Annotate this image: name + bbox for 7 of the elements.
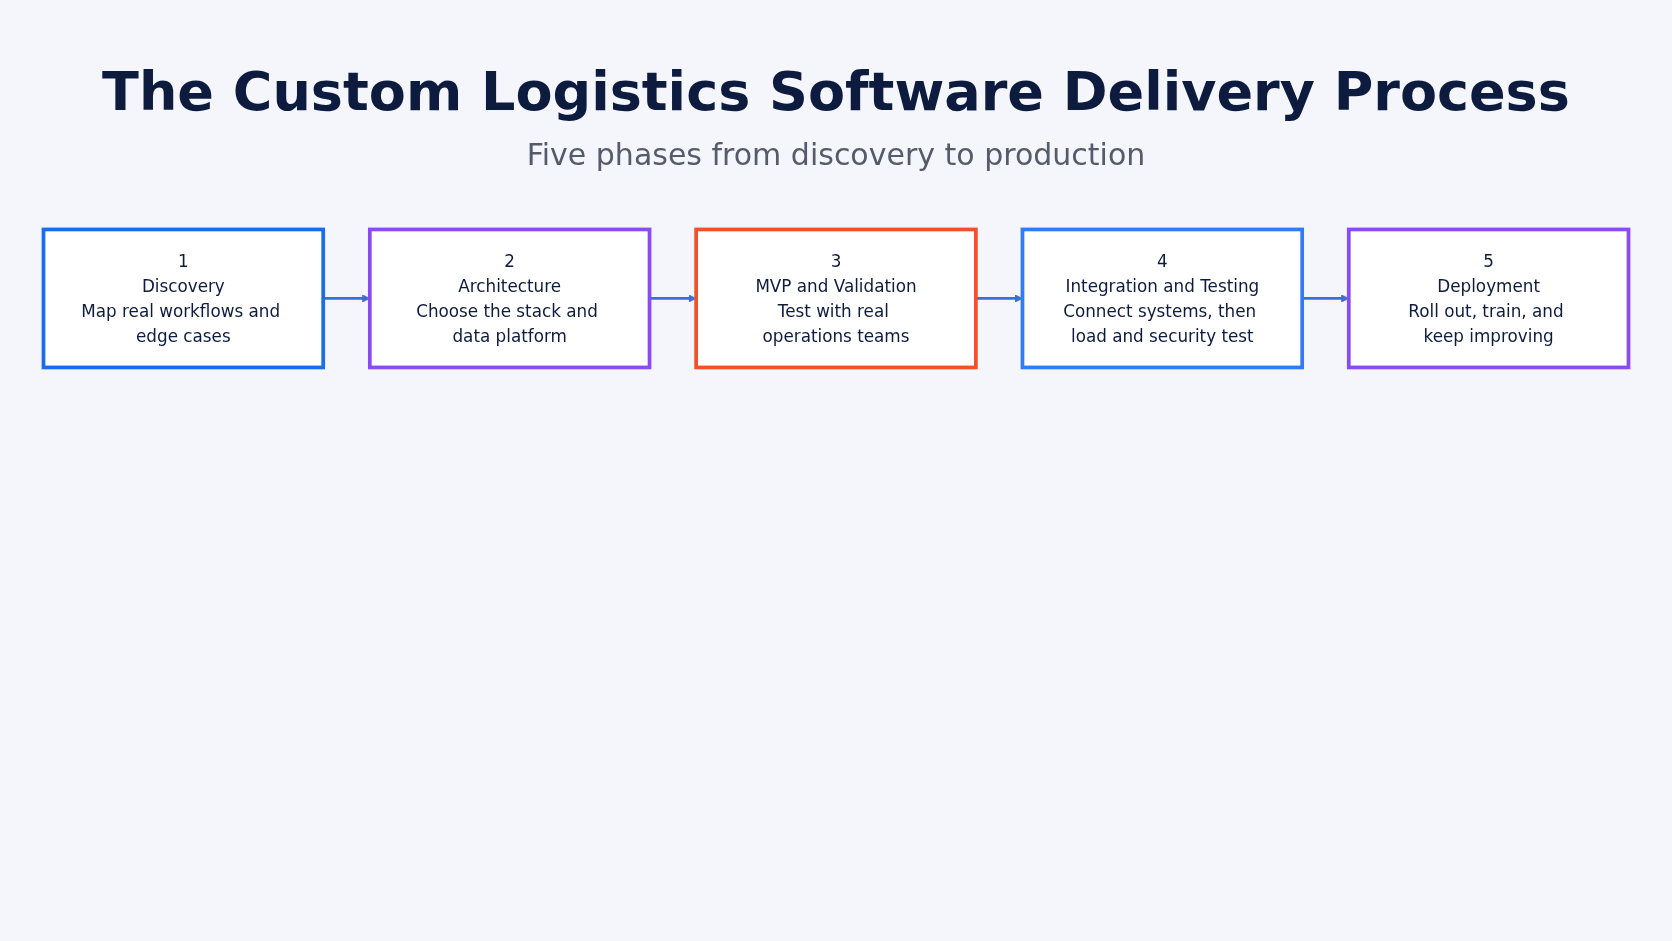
- node-box: 4 Integration and Testing Connect systems, then load and security test: [1020, 227, 1305, 370]
- subtitle: Five phases from discovery to production: [526, 137, 1146, 172]
- node-box: 3 MVP and Validation Test with real operations teams: [694, 227, 978, 370]
- node-box: 2 Architecture Choose the stack and data platform: [367, 227, 652, 370]
- title: The Custom Logistics Software Delivery Process: [102, 60, 1570, 123]
- node-box: 5 Deployment Roll out, train, and keep improving: [1346, 227, 1631, 370]
- node-box: 1 Discovery Map real workflows and edge cases: [41, 227, 326, 370]
